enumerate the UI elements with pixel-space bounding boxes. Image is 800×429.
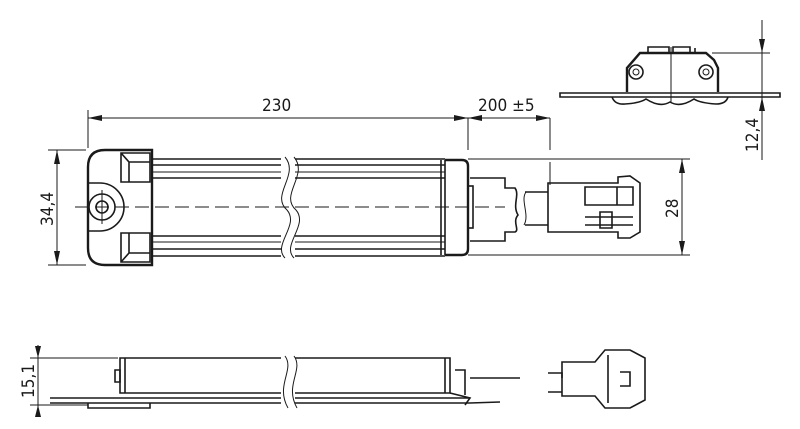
- end-view: 12,4: [559, 20, 781, 160]
- cap-width-label: 34,4: [38, 192, 58, 226]
- dimension-length: 230 200 ±5: [87, 96, 551, 185]
- cable: [470, 177, 548, 242]
- side-view: 15,1: [19, 345, 646, 417]
- side-height-label: 15,1: [19, 364, 39, 398]
- dimension-side-height: 15,1: [19, 345, 118, 417]
- body-width-label: 28: [663, 199, 683, 218]
- connector: [547, 175, 641, 239]
- cable-length-label: 200 ±5: [478, 96, 535, 116]
- dimension-cap-width: 34,4: [38, 149, 86, 266]
- dimension-body-width: 28: [468, 158, 690, 256]
- top-view: 230 200 ±5 34,4 28: [38, 96, 690, 267]
- dimension-end-height: 12,4: [712, 20, 770, 160]
- connector-side: [548, 349, 646, 409]
- length-label: 230: [262, 96, 291, 116]
- end-height-label: 12,4: [743, 118, 763, 152]
